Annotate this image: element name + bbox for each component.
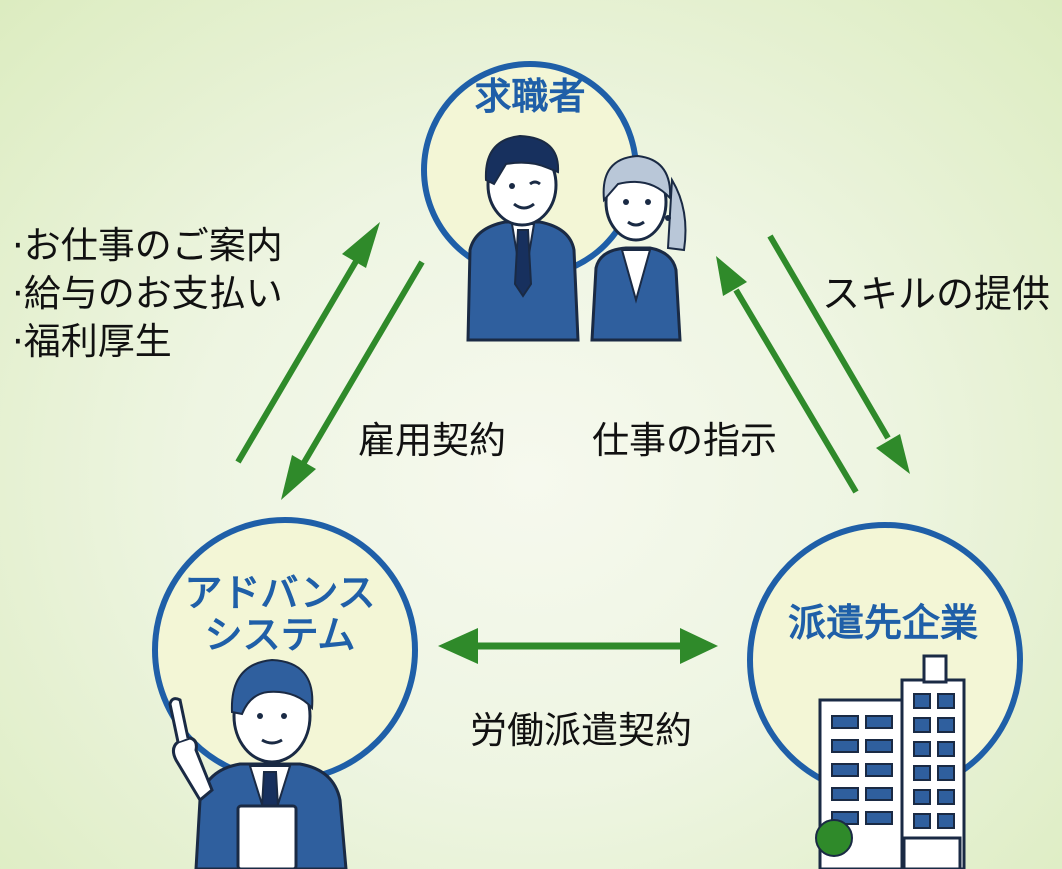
benefits-list: ·お仕事のご案内 ·給与のお支払い ·福利厚生: [12, 222, 283, 366]
arrow-up-right: [716, 256, 859, 494]
staff-illustration: [168, 658, 348, 869]
benefit-item: ·お仕事のご案内: [12, 224, 283, 267]
advance-system-title-line2: システム: [204, 613, 356, 657]
skill-provision-label: スキルの提供: [822, 272, 1051, 316]
advance-system-title: アドバンス システム: [150, 572, 410, 656]
arrow-up-left: [235, 222, 380, 464]
benefit-item: ·福利厚生: [12, 320, 172, 363]
building-illustration: [815, 654, 966, 869]
job-seekers-illustration: [466, 134, 687, 342]
arrow-down-left: [281, 260, 425, 500]
work-instruction-label: 仕事の指示: [592, 419, 777, 462]
advance-system-title-line1: アドバンス: [184, 571, 376, 615]
arrow-down-right: [767, 234, 910, 474]
employment-contract-label: 雇用契約: [358, 419, 506, 462]
benefit-item: ·給与のお支払い: [12, 272, 283, 315]
job-seeker-title: 求職者: [474, 75, 586, 118]
dispatch-contract-label: 労働派遣契約: [470, 709, 692, 752]
client-company-title: 派遣先企業: [787, 601, 978, 645]
arrow-bidirectional: [438, 628, 718, 664]
